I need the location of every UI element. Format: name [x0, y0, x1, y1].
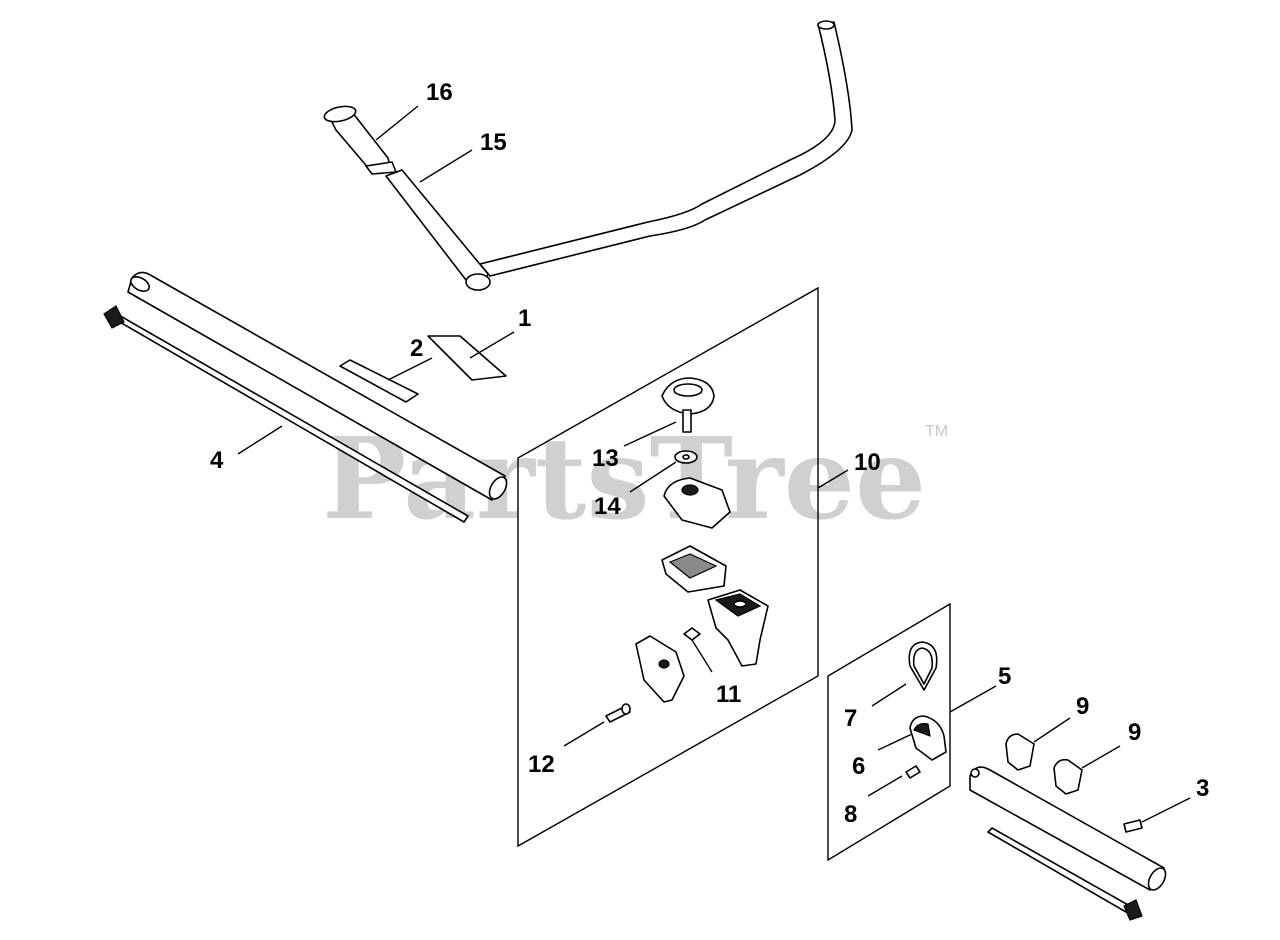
square-nut[interactable] — [683, 627, 701, 641]
hanger-ring[interactable] — [908, 641, 938, 691]
callout-8: 8 — [844, 801, 857, 828]
clamp-base[interactable] — [707, 589, 769, 667]
handle-grip[interactable] — [323, 104, 397, 175]
callout-3: 3 — [1196, 775, 1209, 802]
main-shaft-tube[interactable] — [127, 271, 510, 501]
clamp-middle[interactable] — [661, 545, 727, 593]
label-sticker[interactable] — [339, 335, 507, 403]
knob[interactable] — [661, 377, 715, 433]
lower-tube[interactable] — [969, 766, 1169, 893]
callout-10: 10 — [854, 449, 881, 476]
screw[interactable] — [605, 703, 631, 723]
callout-14: 14 — [594, 493, 621, 520]
washer-hole — [682, 454, 690, 460]
callout-9a: 9 — [1076, 693, 1089, 720]
callout-9b: 9 — [1128, 719, 1141, 746]
callout-labels: 16 15 1 2 4 13 14 10 11 12 7 6 8 5 9 9 3 — [210, 79, 1209, 828]
clip-a[interactable] — [1005, 733, 1035, 771]
clip-b[interactable] — [1053, 758, 1083, 795]
callout-5: 5 — [998, 663, 1011, 690]
callout-11: 11 — [716, 681, 741, 708]
handle-bar[interactable] — [385, 20, 853, 291]
assembly-panel-10 — [517, 286, 819, 848]
callout-16: 16 — [426, 79, 453, 106]
callout-7: 7 — [844, 705, 857, 732]
callout-6: 6 — [852, 753, 865, 780]
key-pin[interactable] — [1123, 819, 1143, 833]
assembly-panel-5 — [827, 602, 951, 862]
callout-12: 12 — [528, 751, 555, 778]
hanger-bracket[interactable] — [909, 715, 947, 761]
callout-4: 4 — [210, 447, 224, 474]
bolt[interactable] — [905, 765, 921, 779]
leader-lines — [237, 105, 1191, 823]
lower-drive-shaft[interactable] — [987, 827, 1143, 921]
clamp-lower[interactable] — [635, 635, 685, 703]
drive-shaft[interactable] — [103, 305, 469, 523]
callout-2: 2 — [410, 335, 423, 362]
callout-15: 15 — [480, 129, 507, 156]
callout-1: 1 — [518, 305, 531, 332]
watermark-trademark: TM — [925, 423, 948, 440]
callout-13: 13 — [592, 445, 619, 472]
clamp-top[interactable] — [663, 477, 731, 529]
